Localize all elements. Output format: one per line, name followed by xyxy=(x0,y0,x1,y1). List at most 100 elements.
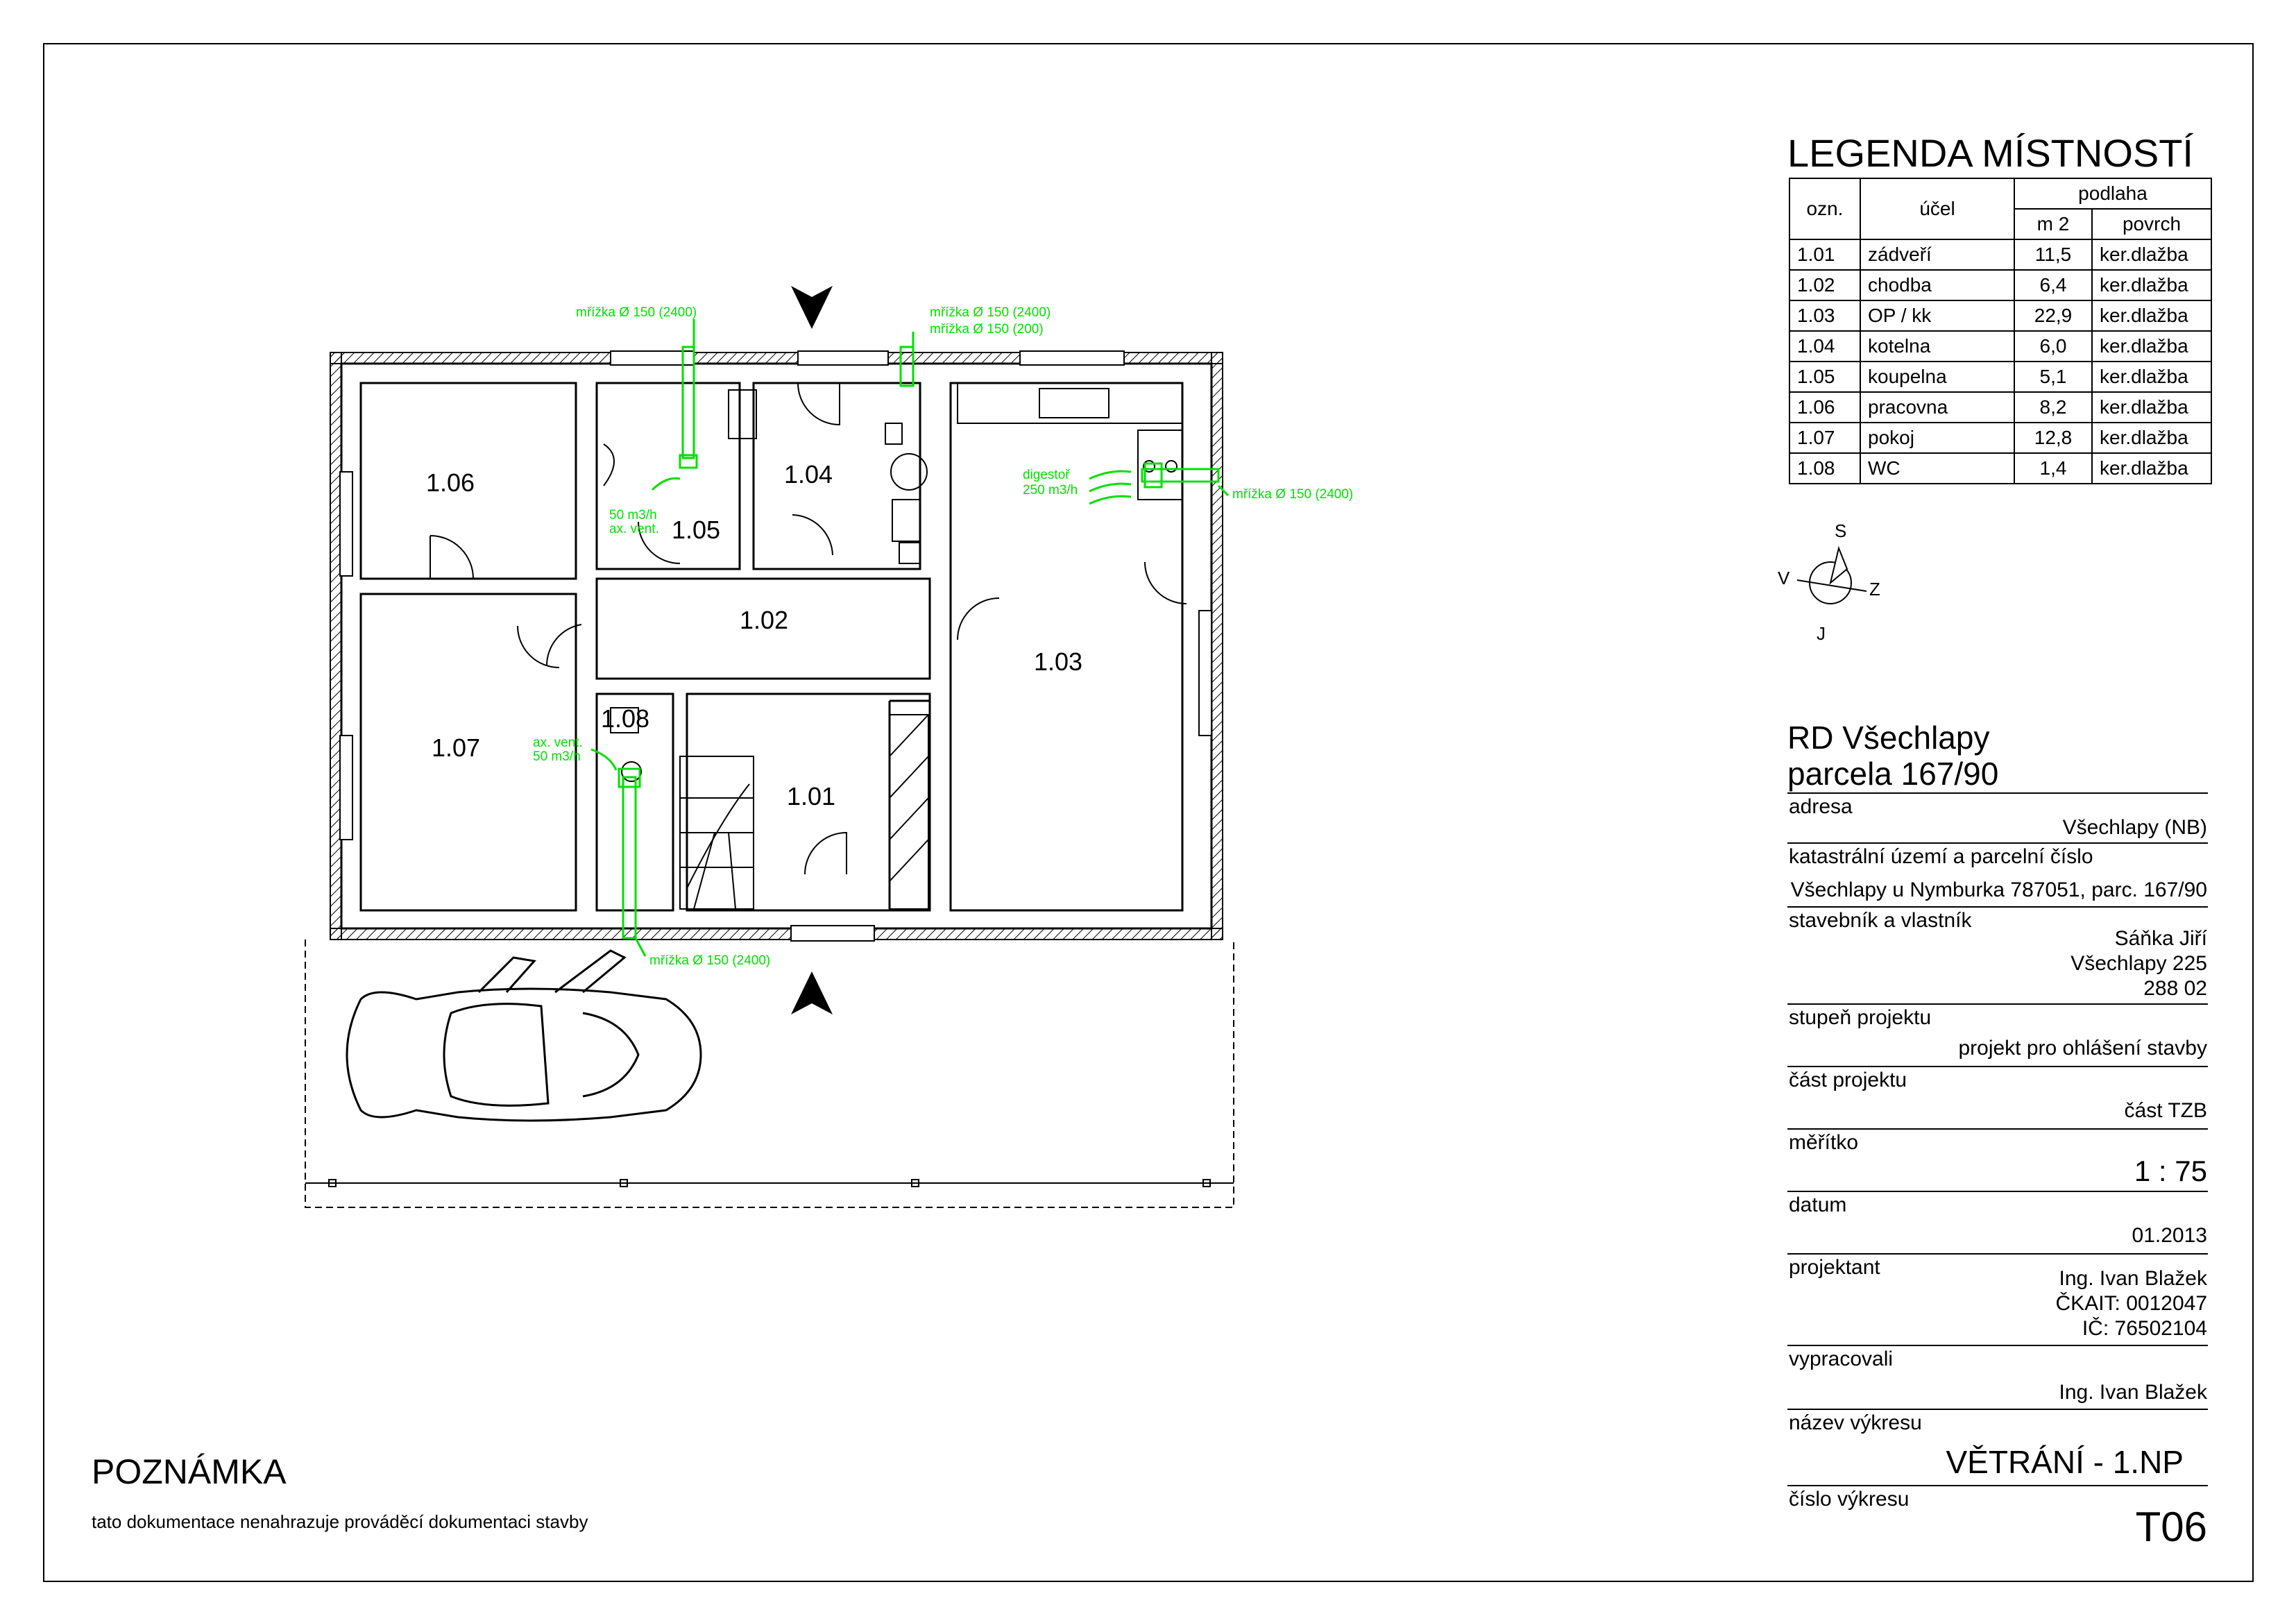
exterior-walls xyxy=(330,352,1223,940)
cell-povrch: ker.dlažba xyxy=(2091,239,2212,271)
cell-ucel: pracovna xyxy=(1860,391,2015,423)
room-label-1.08: 1.08 xyxy=(601,704,649,733)
sheet-border xyxy=(43,43,2254,1582)
projektant-ic: IČ: 76502104 xyxy=(2082,1317,2207,1340)
cell-m2: 8,2 xyxy=(2014,391,2093,423)
legend-title: LEGENDA MÍSTNOSTÍ xyxy=(1787,131,2193,175)
cell-povrch: ker.dlažba xyxy=(2091,391,2212,423)
vypracovali-label: vypracovali xyxy=(1789,1348,1894,1370)
meritko-label: měřítko xyxy=(1789,1131,1859,1154)
cell-povrch: ker.dlažba xyxy=(2091,422,2212,454)
nazev-value: VĚTRÁNÍ - 1.NP xyxy=(1946,1444,2184,1480)
cell-ozn: 1.08 xyxy=(1789,452,1861,484)
projektant-ckait: ČKAIT: 0012047 xyxy=(2055,1292,2207,1315)
cell-povrch: ker.dlažba xyxy=(2091,452,2212,484)
col-m2: m 2 xyxy=(2014,208,2093,240)
datum-label: datum xyxy=(1789,1193,1847,1216)
meritko-value: 1 : 75 xyxy=(2134,1155,2207,1187)
project-title-1: RD Všechlapy xyxy=(1787,720,1990,756)
stupen-label: stupeň projektu xyxy=(1789,1006,1932,1029)
room-labels: 1.06 1.05 1.04 1.02 1.03 1.08 1.07 1.01 xyxy=(426,460,1082,810)
compass-icon: S J V Z xyxy=(1778,520,1880,644)
projektant-name: Ing. Ivan Blažek xyxy=(2059,1267,2207,1290)
room-label-1.03: 1.03 xyxy=(1034,647,1082,676)
cell-m2: 6,0 xyxy=(2014,330,2093,362)
cell-ozn: 1.07 xyxy=(1789,422,1861,454)
section-arrows xyxy=(791,286,833,1014)
note-title: POZNÁMKA xyxy=(92,1452,287,1491)
cell-ucel: zádveří xyxy=(1860,239,2015,271)
cell-ucel: chodba xyxy=(1860,269,2015,301)
compass-south: J xyxy=(1817,623,1826,644)
col-ucel: účel xyxy=(1860,178,2015,240)
cell-m2: 1,4 xyxy=(2014,452,2093,484)
grille-label-bottom: mřížka Ø 150 (2400) xyxy=(649,953,770,968)
room-label-1.05: 1.05 xyxy=(672,516,720,544)
stupen-value: projekt pro ohlášení stavby xyxy=(1958,1037,2207,1060)
cell-m2: 11,5 xyxy=(2014,239,2093,271)
cell-m2: 5,1 xyxy=(2014,361,2093,393)
cell-ozn: 1.02 xyxy=(1789,269,1861,301)
ventilation-annotations: mřížka Ø 150 (2400) mřížka Ø 150 (2400) … xyxy=(533,305,1353,968)
col-podlaha: podlaha xyxy=(2014,178,2212,210)
cislo-label: číslo výkresu xyxy=(1789,1488,1910,1511)
katastr-value: Všechlapy u Nymburka 787051, parc. 167/9… xyxy=(1790,878,2207,901)
cislo-value: T06 xyxy=(2135,1504,2207,1550)
fixtures xyxy=(603,382,1183,910)
stavebnik-zip: 288 02 xyxy=(2143,977,2207,1000)
grille-label-top-left: mřížka Ø 150 (2400) xyxy=(576,305,697,320)
cell-povrch: ker.dlažba xyxy=(2091,330,2212,362)
grille-label-kitchen: mřížka Ø 150 (2400) xyxy=(1232,487,1353,502)
note-text: tato dokumentace nenahrazuje prováděcí d… xyxy=(92,1511,588,1532)
projektant-label: projektant xyxy=(1789,1256,1880,1279)
room-label-1.07: 1.07 xyxy=(432,733,480,762)
car-icon xyxy=(346,949,702,1122)
wc-vent-label-1: ax. vent. xyxy=(533,736,583,750)
bath-vent-label-2: ax. vent. xyxy=(609,522,659,536)
project-title-2: parcela 167/90 xyxy=(1787,756,1999,792)
datum-value: 01.2013 xyxy=(2132,1224,2207,1247)
cell-m2: 12,8 xyxy=(2014,422,2093,454)
cell-ozn: 1.04 xyxy=(1789,330,1861,362)
col-ozn: ozn. xyxy=(1789,178,1861,240)
cell-ucel: koupelna xyxy=(1860,361,2015,393)
bath-vent-label-1: 50 m3/h xyxy=(609,508,657,522)
cell-ozn: 1.06 xyxy=(1789,391,1861,423)
cell-m2: 6,4 xyxy=(2014,269,2093,301)
room-label-1.04: 1.04 xyxy=(784,460,833,488)
carport xyxy=(305,940,1234,1208)
stavebnik-street: Všechlapy 225 xyxy=(2070,952,2207,975)
adresa-value: Všechlapy (NB) xyxy=(2062,816,2207,839)
cell-ucel: kotelna xyxy=(1860,330,2015,362)
cell-ucel: WC xyxy=(1860,452,2015,484)
cell-ozn: 1.03 xyxy=(1789,300,1861,332)
room-label-1.06: 1.06 xyxy=(426,468,475,497)
windows xyxy=(339,350,1212,942)
nazev-label: název výkresu xyxy=(1789,1411,1922,1434)
cell-povrch: ker.dlažba xyxy=(2091,361,2212,393)
doors xyxy=(430,382,1187,875)
cast-label: část projektu xyxy=(1789,1069,1907,1091)
stavebnik-label: stavebník a vlastník xyxy=(1789,909,1972,932)
adresa-label: adresa xyxy=(1789,795,1853,818)
hood-label-2: 250 m3/h xyxy=(1023,483,1078,498)
hood-label-1: digestoř xyxy=(1023,468,1070,482)
compass-north: S xyxy=(1835,520,1846,541)
wc-vent-label-2: 50 m3/h xyxy=(533,749,581,764)
vypracovali-value: Ing. Ivan Blažek xyxy=(2059,1381,2207,1404)
grille-label-top-right-2: mřížka Ø 150 (200) xyxy=(930,322,1044,337)
room-label-1.01: 1.01 xyxy=(787,782,835,810)
cell-povrch: ker.dlažba xyxy=(2091,300,2212,332)
interior-walls xyxy=(359,382,1184,912)
staircase xyxy=(679,756,754,910)
cell-ucel: pokoj xyxy=(1860,422,2015,454)
ventilation-lines xyxy=(590,319,1230,957)
cast-value: část TZB xyxy=(2124,1099,2207,1122)
